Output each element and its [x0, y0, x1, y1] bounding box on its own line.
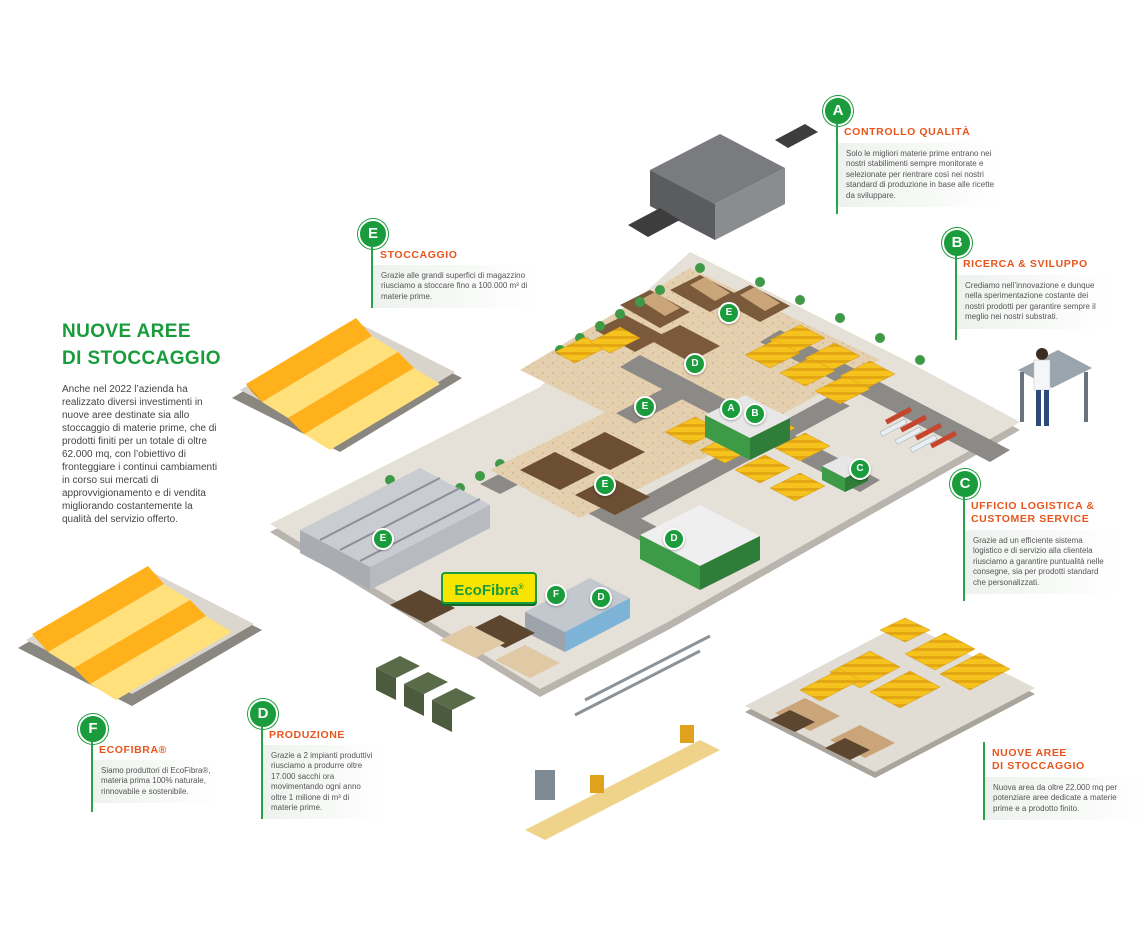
callout-b-text: Crediamo nell’innovazione e dunque nella…: [955, 275, 1113, 329]
new-storage-area: [745, 617, 1035, 778]
callout-a-text: Solo le migliori materie prime entrano n…: [836, 143, 1004, 208]
lab-illustration: [1018, 348, 1092, 426]
callout-nuove-text: Nuova area da oltre 22.000 mq per potenz…: [983, 777, 1146, 821]
material-heaps-middle: [520, 432, 650, 515]
callout-e-title: STOCCAGGIO: [380, 249, 458, 261]
callout-b-badge: B: [942, 228, 972, 258]
quality-control-room: [628, 124, 818, 240]
truck-parking: [884, 406, 958, 449]
page-title: NUOVE AREE DI STOCCAGGIO: [62, 318, 221, 372]
truck-parking-white: [879, 418, 938, 453]
map-marker-d-production[interactable]: D: [590, 587, 612, 609]
production-line-illustration: [376, 634, 720, 840]
map-marker-b[interactable]: B: [744, 403, 766, 425]
map-marker-d-office[interactable]: D: [663, 528, 685, 550]
callout-c-text: Grazie ad un efficiente sistema logistic…: [963, 530, 1121, 595]
callout-c-badge: C: [950, 469, 980, 499]
map-marker-a[interactable]: A: [720, 398, 742, 420]
callout-c-title-line1: UFFICIO LOGISTICA &: [971, 500, 1095, 512]
warehouse-sheds: [300, 468, 490, 590]
page-title-line1: NUOVE AREE: [62, 321, 191, 342]
callout-a-title: CONTROLLO QUALITÀ: [844, 126, 971, 138]
callout-b-title: RICERCA & SVILUPPO: [963, 258, 1088, 270]
new-storage-shed-lower: [18, 566, 262, 706]
callout-f-title: ECOFIBRA®: [99, 744, 167, 756]
page-title-line2: DI STOCCAGGIO: [62, 348, 221, 369]
callout-nuove-title-line1: NUOVE AREE: [992, 747, 1068, 759]
office-building-d: [640, 505, 760, 590]
map-marker-e-mid[interactable]: E: [634, 396, 656, 418]
callout-e-text: Grazie alle grandi superfici di magazzin…: [371, 265, 539, 309]
map-marker-e-top[interactable]: E: [718, 302, 740, 324]
callout-e-badge: E: [358, 219, 388, 249]
callout-d-text: Grazie a 2 impianti produttivi riusciamo…: [261, 745, 384, 820]
callout-a-badge: A: [823, 96, 853, 126]
callout-d-badge: D: [248, 699, 278, 729]
intro-paragraph: Anche nel 2022 l’azienda ha realizzato d…: [62, 384, 218, 525]
logo-mark: ®: [518, 584, 524, 591]
map-marker-f[interactable]: F: [545, 584, 567, 606]
map-marker-d-top[interactable]: D: [684, 353, 706, 375]
logo-name: EcoFibra: [454, 582, 519, 599]
map-marker-e-shed[interactable]: E: [372, 528, 394, 550]
callout-f-text: Siamo produttori di EcoFibra®, materia p…: [91, 760, 219, 804]
storage-area-middle: [490, 410, 700, 518]
callout-nuove-title-line2: DI STOCCAGGIO: [992, 760, 1085, 772]
callout-d-title: PRODUZIONE: [269, 729, 346, 741]
ecofibra-logo: EcoFibra®: [441, 572, 537, 604]
new-storage-shed-upper: [232, 318, 462, 452]
callout-c-title-line2: CUSTOMER SERVICE: [971, 513, 1090, 525]
callout-f-badge: F: [78, 714, 108, 744]
map-marker-e-lower[interactable]: E: [594, 474, 616, 496]
map-marker-c[interactable]: C: [849, 458, 871, 480]
